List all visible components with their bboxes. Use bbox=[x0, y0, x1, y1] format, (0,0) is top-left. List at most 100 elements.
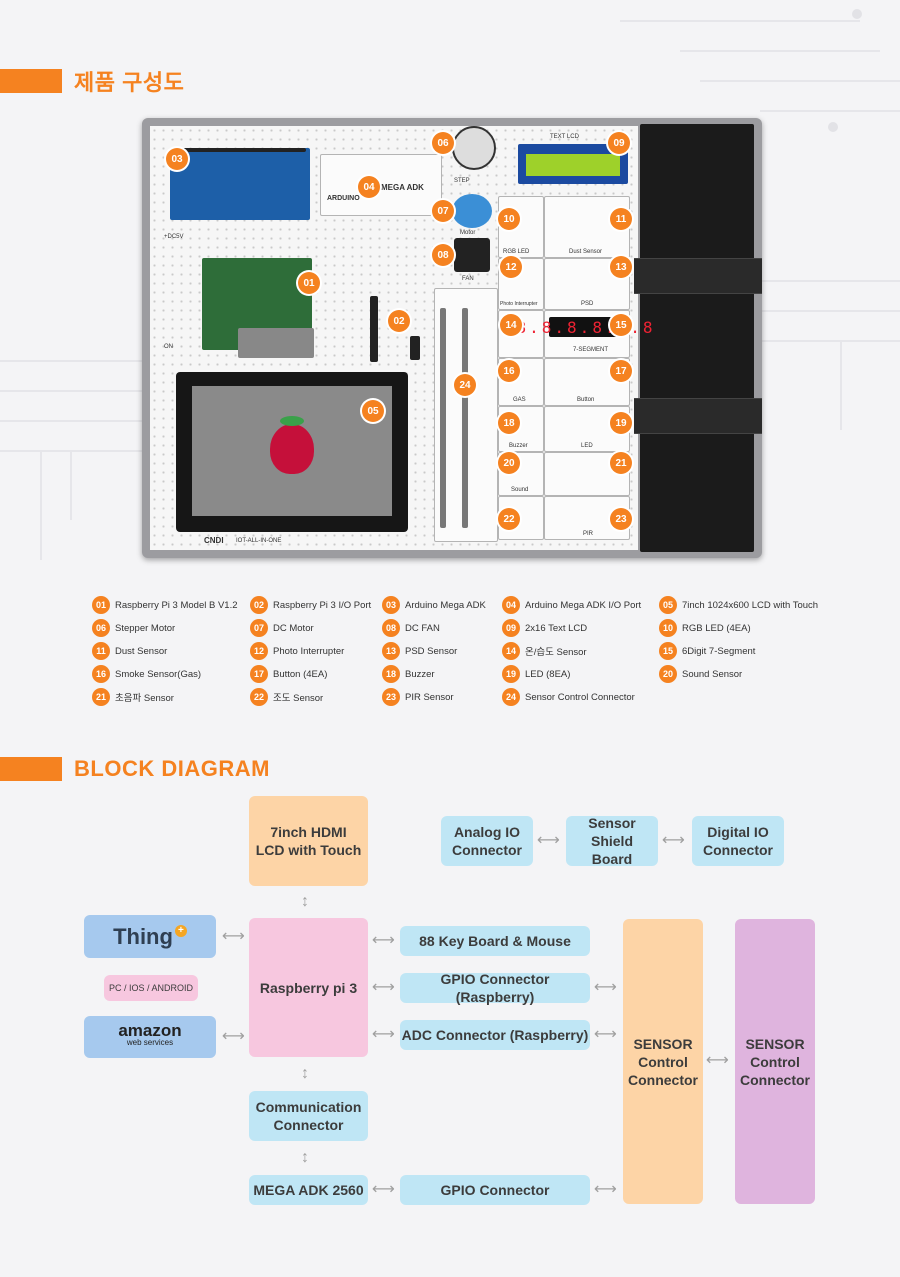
sound-label: Sound bbox=[511, 487, 529, 493]
mega-adk-label: MEGA ADK bbox=[381, 183, 424, 192]
header-accent-bar bbox=[0, 69, 62, 93]
legend-number: 14 bbox=[502, 642, 520, 660]
callout-badge: 15 bbox=[610, 314, 632, 336]
legend-text: PSD Sensor bbox=[405, 645, 458, 657]
text-lcd-label: TEXT LCD bbox=[550, 134, 579, 140]
legend-number: 11 bbox=[92, 642, 110, 660]
double-arrow-icon: ⟷ bbox=[662, 832, 685, 849]
legend-number: 10 bbox=[659, 619, 677, 637]
callout-badge: 22 bbox=[498, 508, 520, 530]
legend-number: 02 bbox=[250, 596, 268, 614]
callout-badge: 23 bbox=[610, 508, 632, 530]
rpi-io-port bbox=[370, 296, 378, 362]
callout-badge: 20 bbox=[498, 452, 520, 474]
pir-label: PIR bbox=[583, 531, 594, 537]
legend-item: 16 Smoke Sensor(Gas) bbox=[92, 665, 201, 683]
section-title: 제품 구성도 bbox=[74, 70, 185, 95]
psd-label: PSD bbox=[581, 301, 594, 307]
legend-text: DC FAN bbox=[405, 622, 440, 634]
block-hdmi-lcd: 7inch HDMI LCD with Touch bbox=[249, 796, 368, 886]
section-header-block-diagram: BLOCK DIAGRAM bbox=[0, 756, 270, 782]
block-communication: Communication Connector bbox=[249, 1091, 368, 1141]
double-arrow-icon: ↕ bbox=[301, 1149, 309, 1166]
bg-trace bbox=[762, 280, 900, 282]
legend-item: 11 Dust Sensor bbox=[92, 642, 167, 660]
callout-badge: 19 bbox=[610, 412, 632, 434]
legend-text: Smoke Sensor(Gas) bbox=[115, 668, 202, 680]
stepper-motor bbox=[452, 126, 496, 170]
legend-number: 09 bbox=[502, 619, 520, 637]
legend-number: 17 bbox=[250, 665, 268, 683]
callout-badge: 11 bbox=[610, 208, 632, 230]
double-arrow-icon: ⟷ bbox=[372, 1181, 395, 1198]
legend-number: 04 bbox=[502, 596, 520, 614]
text-lcd bbox=[518, 144, 628, 184]
arduino-io-port: ARDUINO MEGA ADK bbox=[320, 154, 442, 216]
amazon-logo: amazon bbox=[118, 1021, 182, 1040]
legend-text: 조도 Sensor bbox=[273, 693, 324, 704]
block-mega-adk: MEGA ADK 2560 bbox=[249, 1175, 368, 1205]
callout-badge: 01 bbox=[298, 272, 320, 294]
legend-item: 18 Buzzer bbox=[382, 665, 435, 683]
legend-number: 13 bbox=[382, 642, 400, 660]
rgb-led-label: RGB LED bbox=[503, 249, 530, 255]
block-platforms: PC / IOS / ANDROID bbox=[104, 975, 198, 1001]
double-arrow-icon: ⟷ bbox=[706, 1052, 729, 1069]
legend-text: Buzzer bbox=[405, 668, 435, 680]
double-arrow-icon: ⟷ bbox=[594, 1026, 617, 1043]
legend-text: DC Motor bbox=[273, 622, 314, 634]
legend-number: 16 bbox=[92, 665, 110, 683]
legend-text: 초음파 Sensor bbox=[115, 693, 174, 704]
legend-text: 7inch 1024x600 LCD with Touch bbox=[682, 599, 819, 611]
bg-trace bbox=[700, 80, 900, 82]
button-label: Button bbox=[577, 397, 595, 403]
legend-item: 22 조도 Sensor bbox=[250, 688, 323, 706]
gas-label: GAS bbox=[513, 397, 526, 403]
legend-text: LED (8EA) bbox=[525, 668, 571, 680]
legend-text: Stepper Motor bbox=[115, 622, 176, 634]
legend-number: 24 bbox=[502, 688, 520, 706]
double-arrow-icon: ⟷ bbox=[372, 1026, 395, 1043]
double-arrow-icon: ↕ bbox=[301, 1065, 309, 1082]
legend-number: 22 bbox=[250, 688, 268, 706]
legend-item: 24 Sensor Control Connector bbox=[502, 688, 635, 706]
legend-text: Photo Interrupter bbox=[273, 645, 345, 657]
pouch-strap bbox=[634, 258, 762, 294]
legend-text: Dust Sensor bbox=[115, 645, 168, 657]
dc-motor bbox=[452, 194, 492, 228]
storage-pouch bbox=[640, 124, 754, 552]
bg-node bbox=[852, 9, 862, 19]
block-gpio: GPIO Connector bbox=[400, 1175, 590, 1205]
section-header-composition: 제품 구성도 bbox=[0, 68, 185, 95]
legend-number: 03 bbox=[382, 596, 400, 614]
bg-trace bbox=[762, 340, 900, 342]
legend-number: 18 bbox=[382, 665, 400, 683]
legend-number: 12 bbox=[250, 642, 268, 660]
legend-text: Sensor Control Connector bbox=[525, 691, 635, 703]
rpi-io-port bbox=[410, 336, 420, 360]
block-adc-raspberry: ADC Connector (Raspberry) bbox=[400, 1020, 590, 1050]
callout-badge: 08 bbox=[432, 244, 454, 266]
led-label: LED bbox=[581, 443, 593, 449]
plus-icon: + bbox=[174, 924, 187, 937]
thing-plus-logo: Thing bbox=[113, 923, 173, 949]
bg-trace bbox=[840, 340, 842, 430]
buzzer-label: Buzzer bbox=[509, 443, 528, 449]
step-label: STEP bbox=[454, 178, 470, 184]
legend-text: Raspberry Pi 3 I/O Port bbox=[273, 599, 372, 611]
block-sensor-shield: Sensor Shield Board bbox=[566, 815, 658, 867]
block-sensor-control-2: SENSOR Control Connector bbox=[735, 919, 815, 1204]
legend-text: 온/습도 Sensor bbox=[525, 647, 587, 658]
bg-trace bbox=[70, 450, 72, 520]
legend-item: 14 온/습도 Sensor bbox=[502, 642, 587, 660]
raspberry-leaf-icon bbox=[280, 416, 304, 426]
